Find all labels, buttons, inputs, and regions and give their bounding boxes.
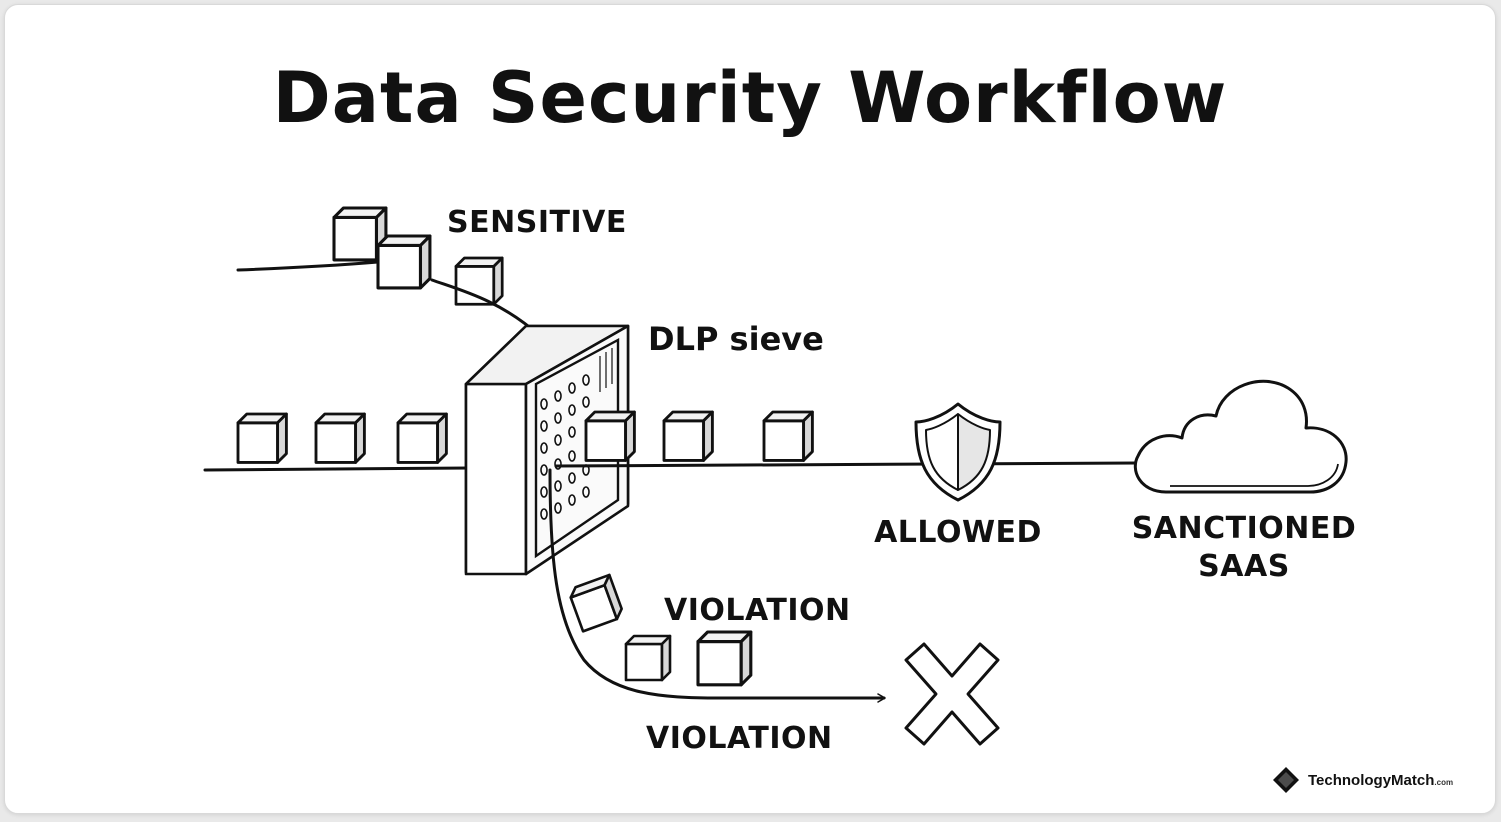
- brand-footer: TechnologyMatch.com: [1272, 764, 1453, 796]
- brand-name: TechnologyMatch.com: [1308, 771, 1454, 789]
- violation-label-bottom: VIOLATION: [646, 721, 833, 756]
- cloud-icon: [1133, 379, 1348, 494]
- shield-icon: [914, 402, 1002, 502]
- sensitive-cube: [376, 234, 432, 290]
- sanctioned-saas-label-line1: SANCTIONED: [1132, 511, 1357, 546]
- main-input-line: [203, 466, 472, 472]
- sanctioned-saas-label-line2: SAAS: [1198, 549, 1290, 584]
- x-mark-icon: [904, 642, 1000, 746]
- violation-label-top: VIOLATION: [664, 593, 851, 628]
- allowed-cube: [584, 410, 636, 462]
- sensitive-input-line: [236, 260, 380, 272]
- incoming-cube: [314, 412, 366, 464]
- allowed-cube: [762, 410, 814, 462]
- sensitive-label: SENSITIVE: [447, 205, 627, 240]
- violation-cube: [566, 573, 626, 633]
- violation-cube: [696, 630, 753, 687]
- incoming-cube: [396, 412, 448, 464]
- incoming-cube: [236, 412, 288, 464]
- page-title: Data Security Workflow: [273, 57, 1228, 139]
- allowed-label: ALLOWED: [874, 515, 1042, 550]
- dlp-sieve-label: DLP sieve: [648, 320, 824, 358]
- diamond-logo-icon: [1273, 767, 1299, 793]
- violation-path: [548, 468, 886, 703]
- violation-cube: [624, 634, 672, 682]
- brand-suffix: .com: [1434, 777, 1454, 787]
- allowed-output-line: [554, 461, 1140, 468]
- allowed-cube: [662, 410, 714, 462]
- sieve-holes: [540, 374, 590, 520]
